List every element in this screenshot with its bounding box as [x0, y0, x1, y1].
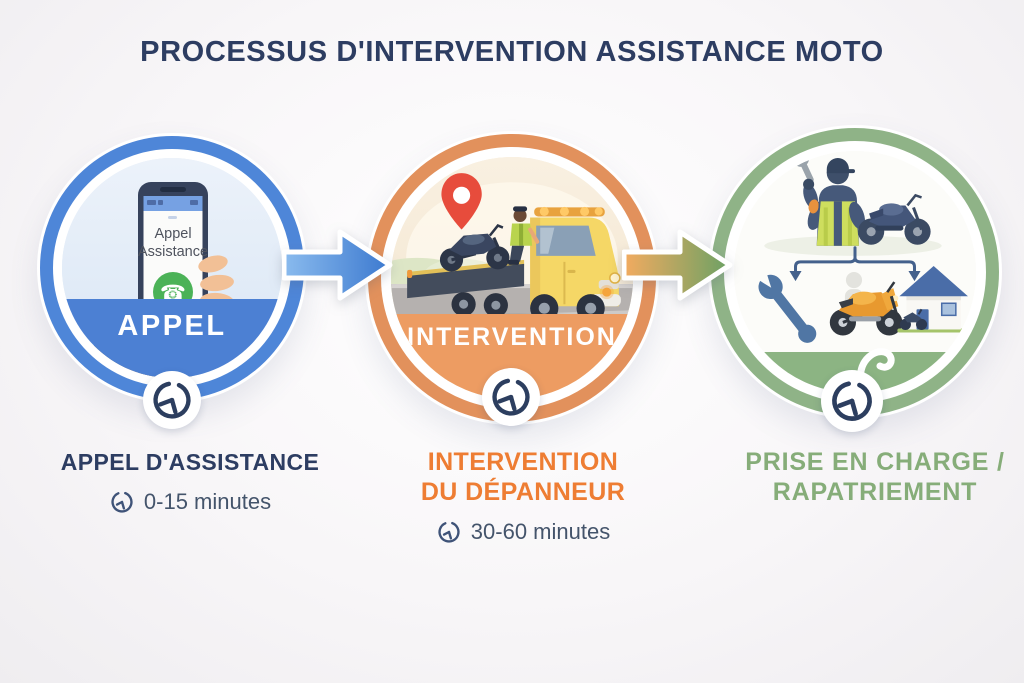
tow-truck-illustration: [391, 157, 633, 399]
clock-icon: [143, 371, 201, 429]
caption-prise-heading-line1: PRISE EN CHARGE /: [745, 448, 1005, 476]
phone-screen-line1: Appel: [154, 226, 191, 242]
caption-intervention: INTERVENTION DU DÉPANNEUR 30-60 minutes: [383, 448, 663, 545]
clock-icon: [111, 491, 133, 513]
step-appel-scene: Appel Assistance ☎ APPEL: [62, 158, 282, 378]
wrench-icon: [792, 151, 814, 183]
arrow-right-icon: [282, 229, 393, 301]
caption-intervention-heading-line1: INTERVENTION: [427, 448, 619, 476]
clock-icon: [438, 521, 460, 543]
caption-intervention-duration: 30-60 minutes: [383, 519, 663, 545]
step-circle-appel: Appel Assistance ☎ APPEL: [37, 133, 307, 429]
step-circle-prise-en-charge: [708, 125, 1002, 432]
wrench-icon: [756, 271, 817, 343]
motorcycle-icon: [439, 224, 510, 272]
clock-icon: [821, 370, 883, 432]
step-band-intervention: INTERVENTION: [391, 313, 633, 399]
motorcycle-orange-icon: [829, 281, 903, 336]
phone-screen-line2: Assistance: [138, 244, 208, 260]
page-title: PROCESSUS D'INTERVENTION ASSISTANCE MOTO: [140, 36, 884, 68]
motorcycle-icon: [858, 193, 931, 245]
band-label-appel: APPEL: [117, 309, 227, 342]
small-motorcycle-icon: [899, 308, 928, 330]
caption-appel-duration: 0-15 minutes: [40, 489, 340, 515]
caption-appel: APPEL D'ASSISTANCE 0-15 minutes: [40, 449, 340, 515]
branching-arrows: [789, 246, 921, 282]
caption-prise-heading-line2: RAPATRIEMENT: [772, 477, 978, 506]
step-prise-en-charge-scene: [734, 151, 976, 393]
curl-decoration: [857, 348, 895, 383]
duration-text: 30-60 minutes: [470, 519, 611, 544]
caption-intervention-heading-line2: DU DÉPANNEUR: [420, 477, 626, 506]
caption-appel-heading: APPEL D'ASSISTANCE: [60, 449, 320, 475]
band-label-intervention: INTERVENTION: [407, 322, 617, 351]
location-pin-icon: [441, 173, 482, 230]
arrow-right-icon: [622, 229, 733, 301]
house-icon: [897, 265, 970, 333]
step-circle-intervention: INTERVENTION: [365, 131, 659, 426]
clock-icon: [482, 368, 540, 426]
mechanic-icon: [792, 151, 866, 246]
step-intervention-scene: INTERVENTION: [391, 157, 633, 399]
caption-prise-en-charge: PRISE EN CHARGE / RAPATRIEMENT: [710, 448, 1024, 507]
worker: [507, 206, 540, 265]
step-band-appel: APPEL: [62, 298, 282, 378]
duration-text: 0-15 minutes: [143, 489, 272, 515]
